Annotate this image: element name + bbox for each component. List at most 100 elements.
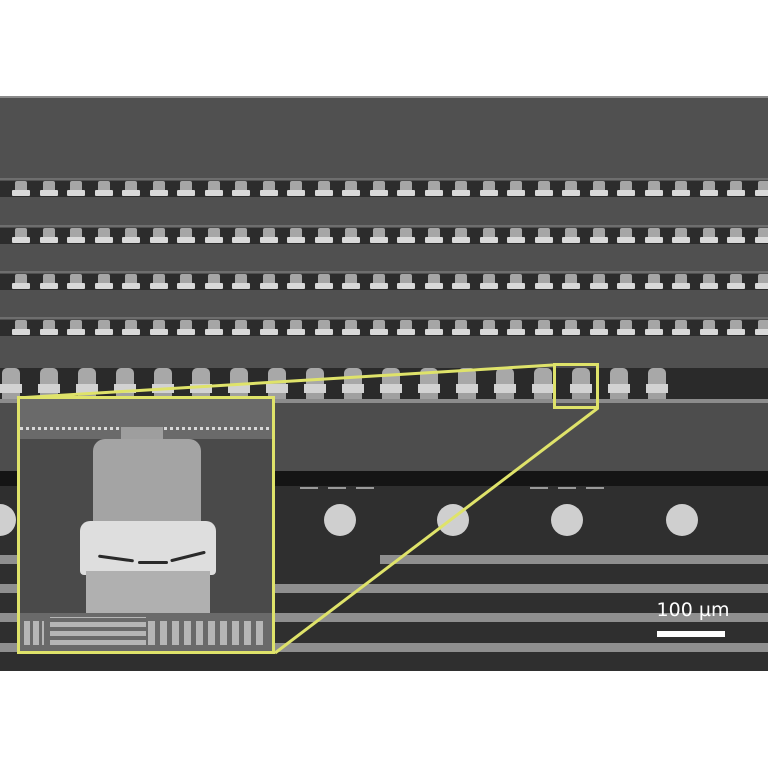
scale-bar-label: 100 µm bbox=[656, 599, 730, 621]
microbump bbox=[122, 320, 140, 336]
microbump bbox=[67, 274, 85, 290]
pad-dash bbox=[300, 487, 318, 489]
microbump bbox=[644, 274, 663, 290]
microbump bbox=[589, 228, 608, 244]
microbump bbox=[672, 181, 690, 197]
microbump bbox=[12, 320, 30, 336]
microbump bbox=[397, 274, 415, 290]
inset-solder-joint bbox=[80, 521, 216, 575]
microbump bbox=[232, 274, 250, 290]
microbump bbox=[699, 320, 718, 336]
microbump bbox=[534, 320, 553, 336]
microbump bbox=[369, 274, 388, 290]
bump-row-edge bbox=[0, 317, 768, 319]
microbump bbox=[699, 228, 718, 244]
inset-void-crack bbox=[138, 561, 168, 564]
scale-bar bbox=[657, 631, 725, 637]
microbump bbox=[617, 228, 635, 244]
microbump bbox=[754, 181, 768, 197]
microbump bbox=[672, 320, 690, 336]
top-die-edge bbox=[0, 96, 768, 98]
microbump bbox=[287, 228, 305, 244]
microbump bbox=[727, 320, 745, 336]
microbump bbox=[534, 181, 553, 197]
large-bump bbox=[0, 368, 22, 399]
microbump bbox=[617, 274, 635, 290]
inset-bottom-pads bbox=[148, 621, 268, 645]
microbump bbox=[204, 181, 223, 197]
pad-dash bbox=[328, 487, 346, 489]
inset-bottom-pads bbox=[24, 621, 44, 645]
microbump bbox=[617, 181, 635, 197]
inset-bottom-pads bbox=[50, 617, 146, 645]
large-bump bbox=[76, 368, 98, 399]
pad-dash bbox=[356, 487, 374, 489]
via bbox=[324, 504, 356, 536]
large-bump bbox=[38, 368, 60, 399]
microbump bbox=[204, 320, 223, 336]
microbump bbox=[534, 274, 553, 290]
microbump bbox=[177, 320, 195, 336]
microbump bbox=[259, 274, 278, 290]
large-bump bbox=[570, 368, 592, 399]
microbump bbox=[727, 181, 745, 197]
microbump bbox=[287, 274, 305, 290]
microbump bbox=[672, 228, 690, 244]
inset-lower-pad bbox=[86, 571, 210, 615]
microbump bbox=[452, 320, 470, 336]
large-bump bbox=[266, 368, 288, 399]
microbump bbox=[204, 274, 223, 290]
trace bbox=[608, 555, 768, 564]
microbump bbox=[452, 274, 470, 290]
large-bump bbox=[114, 368, 136, 399]
inset-copper-pillar bbox=[93, 439, 201, 529]
microbump bbox=[314, 228, 333, 244]
microbump bbox=[94, 181, 113, 197]
microbump bbox=[507, 181, 525, 197]
microbump bbox=[699, 181, 718, 197]
large-bump bbox=[456, 368, 478, 399]
microbump bbox=[479, 274, 498, 290]
pad-dash bbox=[586, 487, 604, 489]
large-bump bbox=[190, 368, 212, 399]
large-bump bbox=[380, 368, 402, 399]
pad-dash bbox=[558, 487, 576, 489]
microbump bbox=[617, 320, 635, 336]
microbump bbox=[452, 181, 470, 197]
microbump bbox=[94, 228, 113, 244]
trace bbox=[0, 555, 28, 564]
microbump bbox=[644, 181, 663, 197]
microbump bbox=[424, 181, 443, 197]
bump-row-edge bbox=[0, 178, 768, 180]
microbump bbox=[94, 320, 113, 336]
microbump bbox=[12, 274, 30, 290]
microbump bbox=[12, 181, 30, 197]
large-bump bbox=[608, 368, 630, 399]
microbump bbox=[314, 181, 333, 197]
bump-row-edge bbox=[0, 225, 768, 227]
inset-top-pad bbox=[121, 427, 163, 441]
microbump bbox=[177, 228, 195, 244]
microbump bbox=[562, 320, 580, 336]
magnified-inset bbox=[17, 396, 275, 654]
microbump bbox=[39, 274, 58, 290]
microbump bbox=[424, 320, 443, 336]
microbump bbox=[232, 228, 250, 244]
microbump bbox=[342, 181, 360, 197]
microbump bbox=[589, 274, 608, 290]
microbump bbox=[67, 228, 85, 244]
microbump bbox=[67, 181, 85, 197]
microbump bbox=[149, 228, 168, 244]
microbump bbox=[644, 228, 663, 244]
large-bump bbox=[342, 368, 364, 399]
microbump bbox=[149, 320, 168, 336]
microbump bbox=[314, 274, 333, 290]
microbump bbox=[507, 274, 525, 290]
microbump bbox=[754, 274, 768, 290]
microbump bbox=[672, 274, 690, 290]
large-bump bbox=[494, 368, 516, 399]
bump-row-edge bbox=[0, 271, 768, 273]
microbump bbox=[149, 181, 168, 197]
microbump bbox=[727, 228, 745, 244]
microbump bbox=[534, 228, 553, 244]
